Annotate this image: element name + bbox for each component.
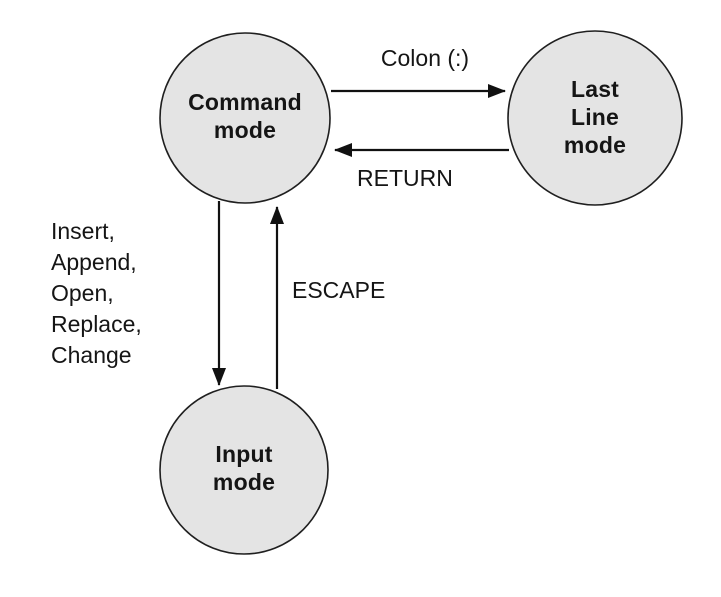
edge-label-escape: ESCAPE	[292, 277, 386, 303]
node-label-command-mode: Command mode	[188, 89, 302, 143]
node-label-input-mode: Input mode	[212, 441, 276, 495]
node-input-mode	[159, 385, 329, 555]
edge-label-insert-append-open-replace-change: Insert, Append, Open, Replace, Change	[51, 218, 142, 368]
node-command-mode	[159, 32, 331, 204]
node-label-last-line-mode: Last Line mode	[563, 76, 627, 158]
edge-label-return: RETURN	[357, 165, 453, 191]
edge-label-colon: Colon (:)	[380, 45, 470, 71]
node-last-line-mode	[507, 30, 683, 206]
